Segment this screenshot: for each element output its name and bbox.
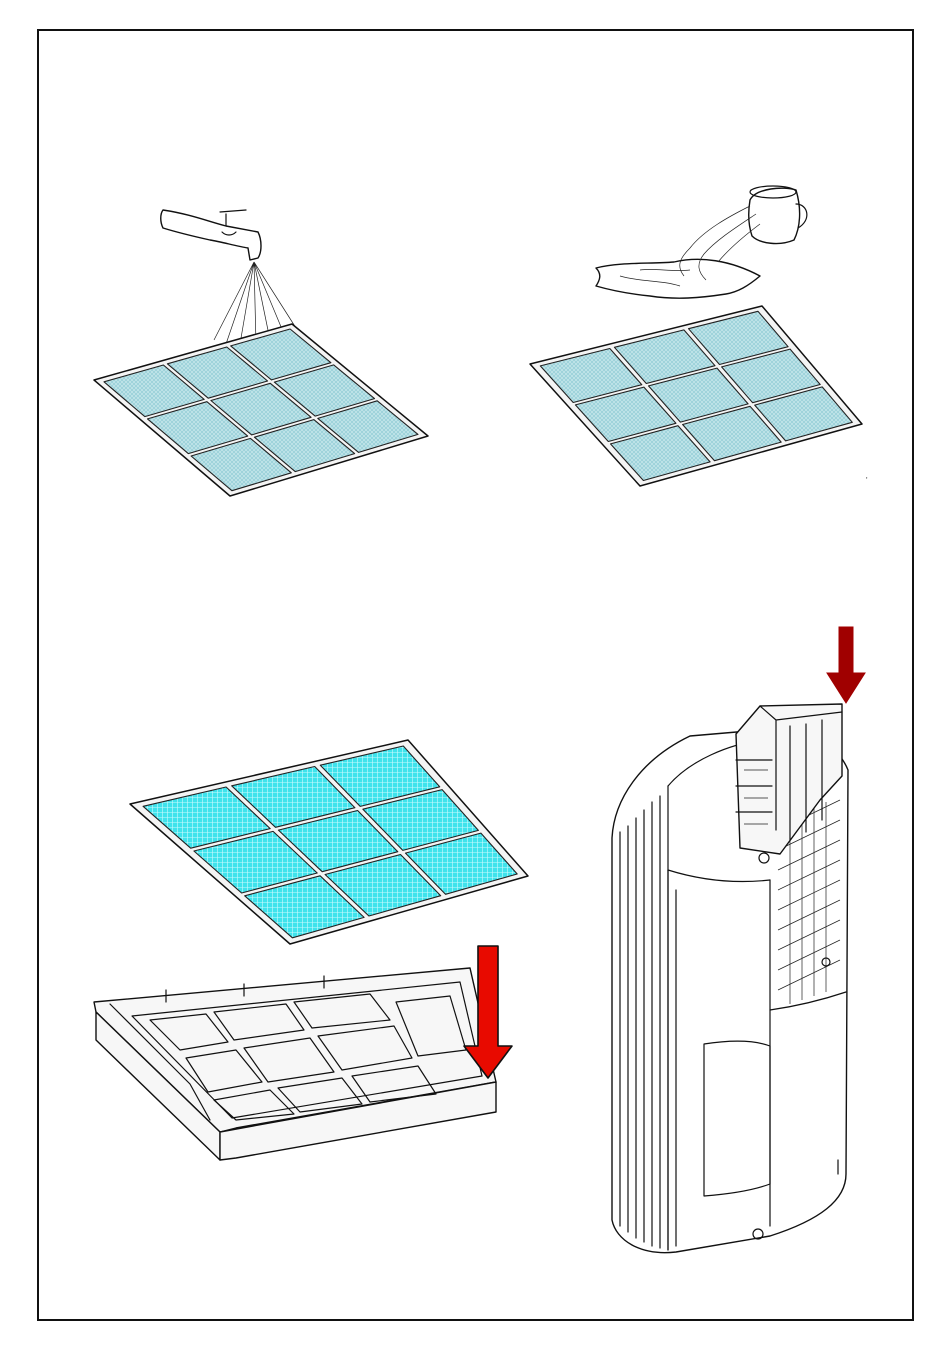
filter-panel <box>530 306 862 486</box>
cloth-icon <box>596 206 760 298</box>
air-purifier-unit <box>612 704 848 1253</box>
down-arrow-icon <box>827 627 865 703</box>
step-reassemble <box>94 740 528 1160</box>
filter-frame <box>94 968 496 1160</box>
step-rinse <box>94 210 428 496</box>
filter-panel <box>94 324 428 496</box>
stray-mark: ' <box>866 476 868 485</box>
water-jug-icon <box>749 186 807 243</box>
step-dry: ' <box>530 186 868 486</box>
water-tap-icon <box>161 210 296 344</box>
step-reinsert <box>612 627 865 1253</box>
filter-panel <box>130 740 528 944</box>
